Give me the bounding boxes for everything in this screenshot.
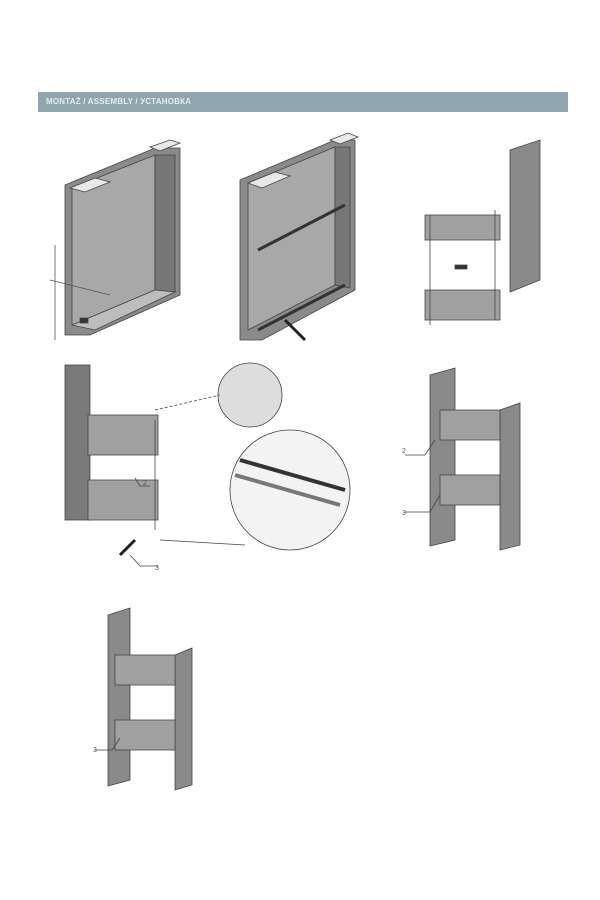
callout-label: 2 <box>402 448 406 455</box>
callout-label: 3 <box>402 510 406 517</box>
figure-step-5 <box>405 367 521 551</box>
section-header: MONTAŻ / ASSEMBLY / УСТАНОВКА <box>38 92 568 112</box>
figure-step-5-callouts: 2 3 <box>402 448 406 517</box>
callout-label: 2 <box>143 480 147 487</box>
callout-label: 3 <box>93 747 97 754</box>
figure-step-3 <box>424 139 541 325</box>
section-title: MONTAŻ / ASSEMBLY / УСТАНОВКА <box>46 97 192 106</box>
callout-label: 3 <box>155 565 159 572</box>
figure-step-6 <box>95 607 193 791</box>
figure-step-6-callouts: 3 <box>93 747 97 754</box>
figure-step-2 <box>239 132 360 342</box>
figure-step-1 <box>49 139 182 340</box>
figure-step-4 <box>64 362 351 567</box>
figure-step-4-callouts: 2 3 <box>143 480 159 572</box>
